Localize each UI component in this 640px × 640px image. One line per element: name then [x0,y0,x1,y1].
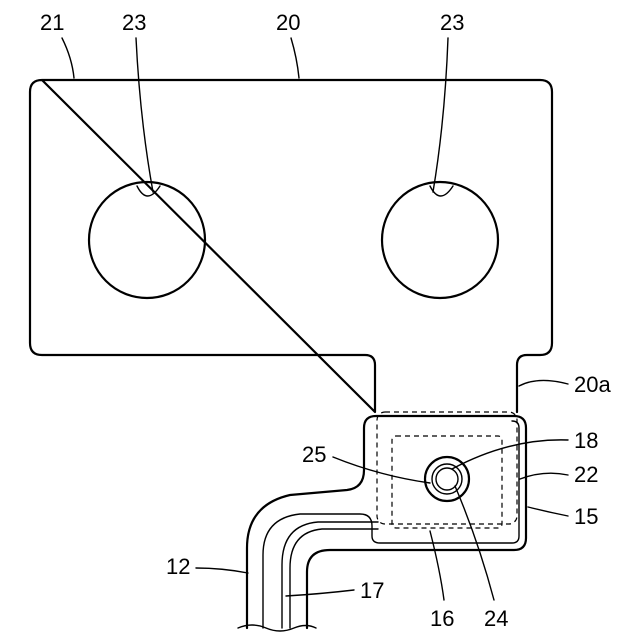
label-18: 18 [574,428,598,453]
label-23-right: 23 [440,10,464,35]
label-20: 20 [276,10,300,35]
leader-22 [520,473,568,479]
label-16: 16 [430,606,454,631]
label-24: 24 [484,606,508,631]
leader-15 [528,507,568,516]
label-22: 22 [574,462,598,487]
label-20a: 20a [574,372,611,397]
leader-23-left [136,38,153,192]
leader-20a [519,380,568,386]
leader-12 [196,568,248,573]
label-15: 15 [574,504,598,529]
leader-21 [62,38,74,78]
hole-left [89,182,205,298]
leader-23-right [433,38,448,192]
lead-inner [282,522,378,628]
leader-17 [286,590,354,596]
leader-18 [452,440,568,469]
leader-20 [291,38,299,78]
label-25: 25 [302,442,326,467]
plate-outline [30,80,552,412]
leader-25 [333,457,430,483]
label-23-left: 23 [122,10,146,35]
label-12: 12 [166,554,190,579]
label-21: 21 [40,10,64,35]
dashed-inner-region [392,436,502,528]
break-line [238,625,316,631]
label-17: 17 [360,578,384,603]
hole-right [382,182,498,298]
leader-16 [430,531,444,600]
